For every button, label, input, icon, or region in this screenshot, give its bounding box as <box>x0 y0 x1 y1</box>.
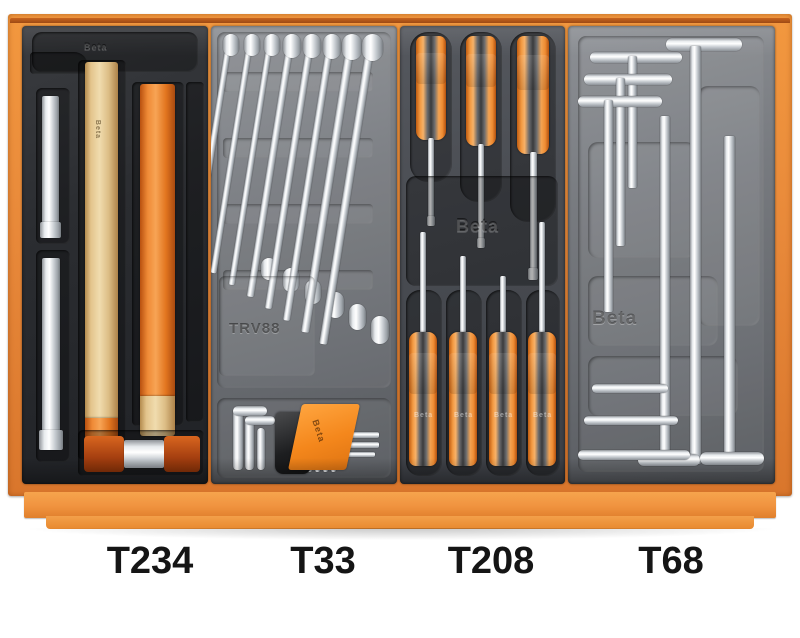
tray-emboss-trv88: TRV88 <box>229 320 281 337</box>
screwdriver-shaft-l2 <box>460 256 466 336</box>
t-handle-shaft-1 <box>628 56 637 188</box>
screwdriver-handle-u3 <box>517 36 549 154</box>
tray-row: Beta Beta <box>22 26 778 484</box>
t-handle-hex-wrench-set <box>568 26 775 484</box>
drawer-top-rim <box>10 18 790 23</box>
mallet-body <box>124 440 164 468</box>
t-handle-end-1 <box>592 384 668 393</box>
tray-t33[interactable]: TRV88 Beta <box>211 26 397 484</box>
hex-key-short-2 <box>245 416 275 425</box>
claw-hammer-wood-handle <box>85 62 118 420</box>
drawer-front-face[interactable] <box>24 492 776 518</box>
screwdriver-brand-l3: Beta <box>494 412 514 419</box>
screwdriver-handle-l4 <box>528 332 556 466</box>
trv88-emboss-panel <box>219 276 315 376</box>
wrench-ring-3 <box>264 34 280 56</box>
flat-chisel-upper-tip <box>40 222 61 238</box>
wrench-ring-7 <box>342 34 362 60</box>
wrench-open-6 <box>371 316 389 344</box>
screwdriver-shaft-u2 <box>478 144 484 242</box>
screwdriver-handle-u1 <box>416 36 446 140</box>
hex-key-set: Beta <box>211 26 397 484</box>
flat-chisel-lower <box>42 258 60 450</box>
t-handle-shaft-3 <box>604 100 613 312</box>
hex-key-long-3 <box>257 428 265 470</box>
t-handle-shaft-4 <box>690 46 701 464</box>
screwdriver-shaft-u1 <box>428 138 434 220</box>
t-handle-bar-3 <box>578 96 662 107</box>
t-handle-shaft-5 <box>660 116 670 464</box>
hex-key-small-6 <box>339 442 379 448</box>
mallet-handle-wood-end <box>140 396 175 436</box>
hex-key-small-5 <box>339 432 379 438</box>
t-handle-shaft-6 <box>724 136 735 464</box>
tray-t68[interactable]: Beta <box>568 26 775 484</box>
screwdriver-brand-l4: Beta <box>533 412 553 419</box>
label-t234: T234 <box>106 540 194 582</box>
wrench-open-5 <box>349 304 366 330</box>
drawer-front-lip <box>46 516 754 529</box>
spare-slot-recess <box>186 82 204 422</box>
screwdriver-mid-panel <box>406 176 558 286</box>
wrench-ring-1 <box>223 34 239 56</box>
tray-t208[interactable]: Beta Beta Beta Beta Beta <box>400 26 565 484</box>
mallet-face-left <box>84 436 124 472</box>
tray-emboss-beta: Beta <box>84 42 108 52</box>
screwdriver-shaft-l3 <box>500 276 506 336</box>
hex-key-short-1 <box>233 406 267 416</box>
screwdriver-handle-l1 <box>409 332 437 466</box>
t-handle-shaft-2 <box>616 78 625 246</box>
combination-wrench-set <box>211 26 397 396</box>
screwdriver-brand-l1: Beta <box>414 412 434 419</box>
screwdriver-shaft-l1 <box>420 232 426 336</box>
screwdriver-handle-l2 <box>449 332 477 466</box>
hex-key-small-7 <box>339 452 375 457</box>
tray-t234[interactable]: Beta Beta <box>22 26 208 484</box>
screwdriver-tip-u1 <box>427 216 435 226</box>
t-handle-bar-4 <box>666 38 742 51</box>
screwdriver-handle-l3 <box>489 332 517 466</box>
screwdriver-tip-u2 <box>477 238 485 248</box>
wrench-ring-5 <box>303 34 321 58</box>
wrench-ring-4 <box>283 34 301 58</box>
drawer-drop-shadow <box>30 528 772 540</box>
soft-face-mallet-handle <box>140 84 175 410</box>
t-handle-bar-2 <box>584 74 672 85</box>
tray-emboss-beta: Beta <box>456 216 500 236</box>
wrench-ring-2 <box>244 34 260 56</box>
screwdriver-shaft-u3 <box>530 152 537 272</box>
wrench-ring-6 <box>323 34 341 59</box>
label-t208: T208 <box>447 540 535 582</box>
tray-emboss-beta: Beta <box>592 308 638 329</box>
flat-chisel-upper <box>42 96 59 236</box>
mallet-face-right <box>164 436 200 472</box>
t-handle-end-2 <box>584 416 678 425</box>
flat-chisel-lower-tip <box>39 430 63 450</box>
hex-key-long-1 <box>233 408 243 470</box>
t-handle-bar-6 <box>700 452 764 465</box>
wrench-ring-8 <box>362 34 383 61</box>
hammer-handle-print: Beta <box>94 119 102 140</box>
hex-key-long-2 <box>245 418 254 470</box>
screwdriver-handle-u2 <box>466 36 496 146</box>
screwdriver-shaft-l4 <box>539 222 545 336</box>
label-t68: T68 <box>638 540 704 582</box>
label-t33: T33 <box>290 540 356 582</box>
screwdriver-brand-l2: Beta <box>454 412 474 419</box>
screwdriver-tip-u3 <box>528 268 538 280</box>
module-label-row: T234 T33 T208 T68 <box>0 540 800 600</box>
t-handle-end-3 <box>578 450 690 460</box>
hammer-claw-recess <box>30 52 88 74</box>
